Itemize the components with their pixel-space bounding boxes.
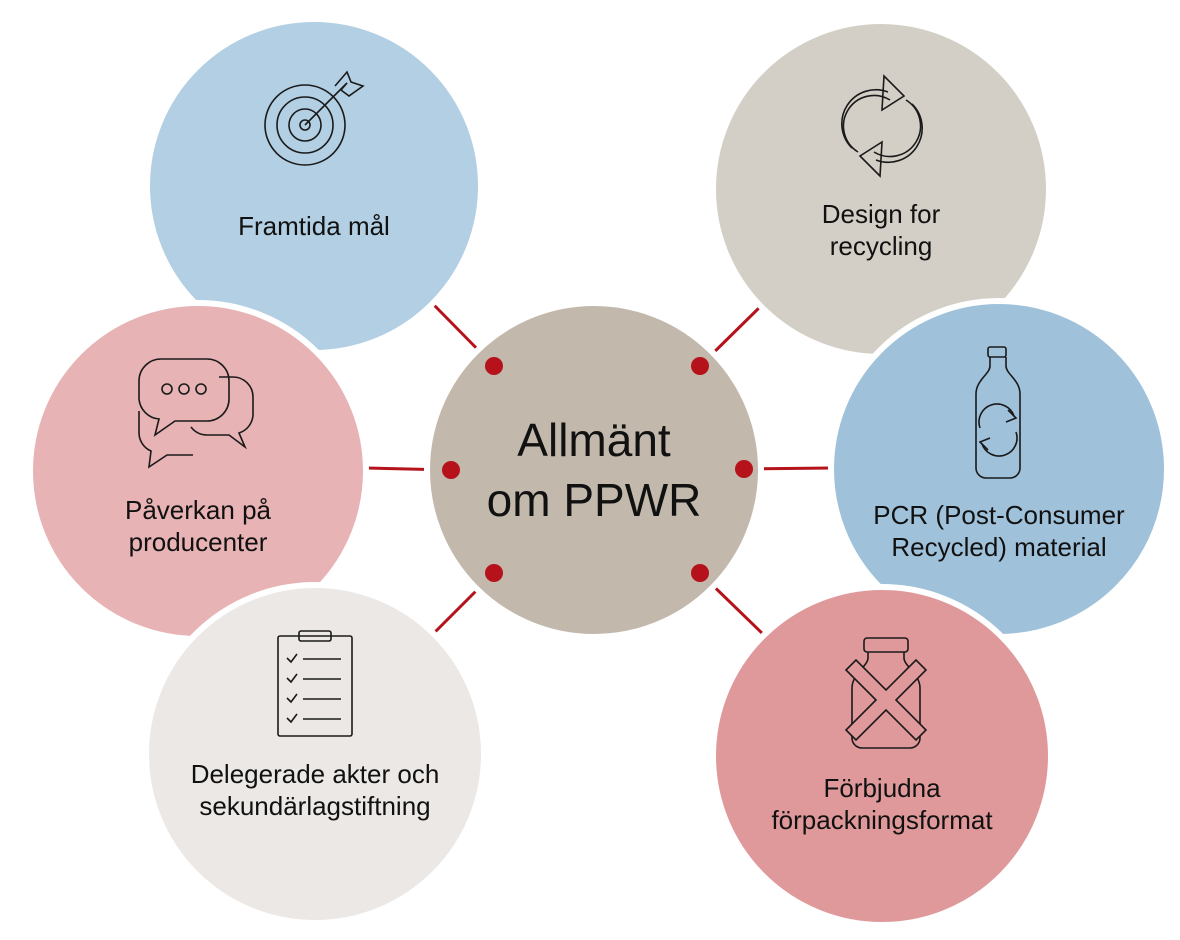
- label-forbjudna: Förbjudna förpackningsformat: [771, 773, 993, 835]
- label-framtida-mal: Framtida mål: [238, 211, 390, 241]
- target-icon: [255, 68, 367, 168]
- dot-design-for-recycling: [691, 357, 709, 375]
- dot-framtida-mal: [485, 357, 503, 375]
- center-circle: [424, 300, 764, 640]
- clipboard-checklist-icon: [275, 628, 355, 740]
- label-pcr: PCR (Post-Consumer Recycled) material: [873, 500, 1125, 562]
- center-title: Allmänt om PPWR: [424, 410, 764, 530]
- banned-bottle-icon: [838, 634, 934, 752]
- center-title-line1: Allmänt: [517, 414, 671, 466]
- dot-delegerade: [485, 564, 503, 582]
- label-design-for-recycling: Design for recycling: [821, 199, 941, 261]
- bottle-recycle-icon: [962, 344, 1038, 482]
- dot-paverkan: [442, 461, 460, 479]
- node-circle-delegerade: [143, 582, 487, 926]
- label-paverkan: Påverkan på producenter: [125, 495, 271, 557]
- center-title-line2: om PPWR: [486, 474, 702, 526]
- node-circle-forbjudna: [710, 584, 1054, 928]
- dot-forbjudna: [691, 564, 709, 582]
- dot-pcr: [735, 460, 753, 478]
- recycle-arrows-icon: [834, 70, 930, 182]
- label-delegerade: Delegerade akter och sekundärlagstiftnin…: [190, 759, 440, 821]
- chat-bubbles-icon: [135, 355, 257, 469]
